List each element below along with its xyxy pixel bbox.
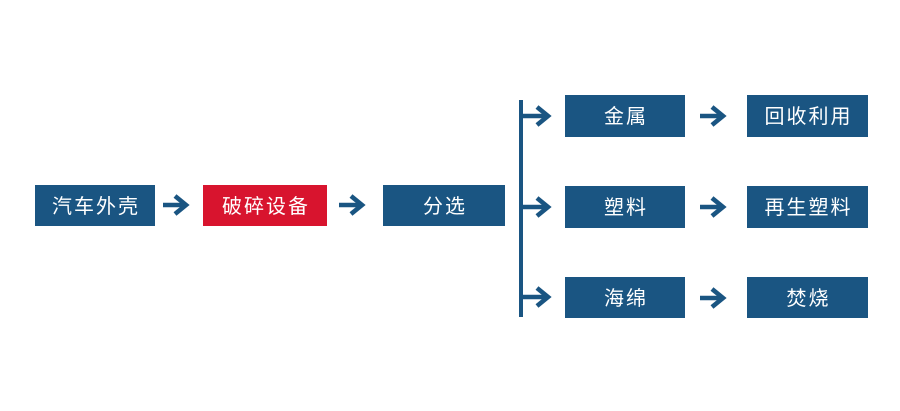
branch-arrow-right-icon [522,196,554,218]
node-recycling: 回收利用 [747,95,868,137]
arrow-right-icon [699,287,729,309]
arrow-right-icon [699,105,729,127]
node-recycled-plastic: 再生塑料 [747,186,868,228]
node-plastic: 塑料 [565,186,685,228]
node-sorting: 分选 [383,185,505,226]
node-sponge: 海绵 [565,277,685,318]
node-car-shell: 汽车外壳 [35,185,155,226]
node-incineration: 焚烧 [747,277,868,318]
node-crushing-equipment: 破碎设备 [203,185,327,226]
arrow-right-icon [338,194,368,216]
branch-arrow-right-icon [522,105,554,127]
branch-line [519,100,523,317]
branch-arrow-right-icon [522,286,554,308]
arrow-right-icon [699,196,729,218]
node-metal: 金属 [565,95,685,137]
arrow-right-icon [162,194,192,216]
